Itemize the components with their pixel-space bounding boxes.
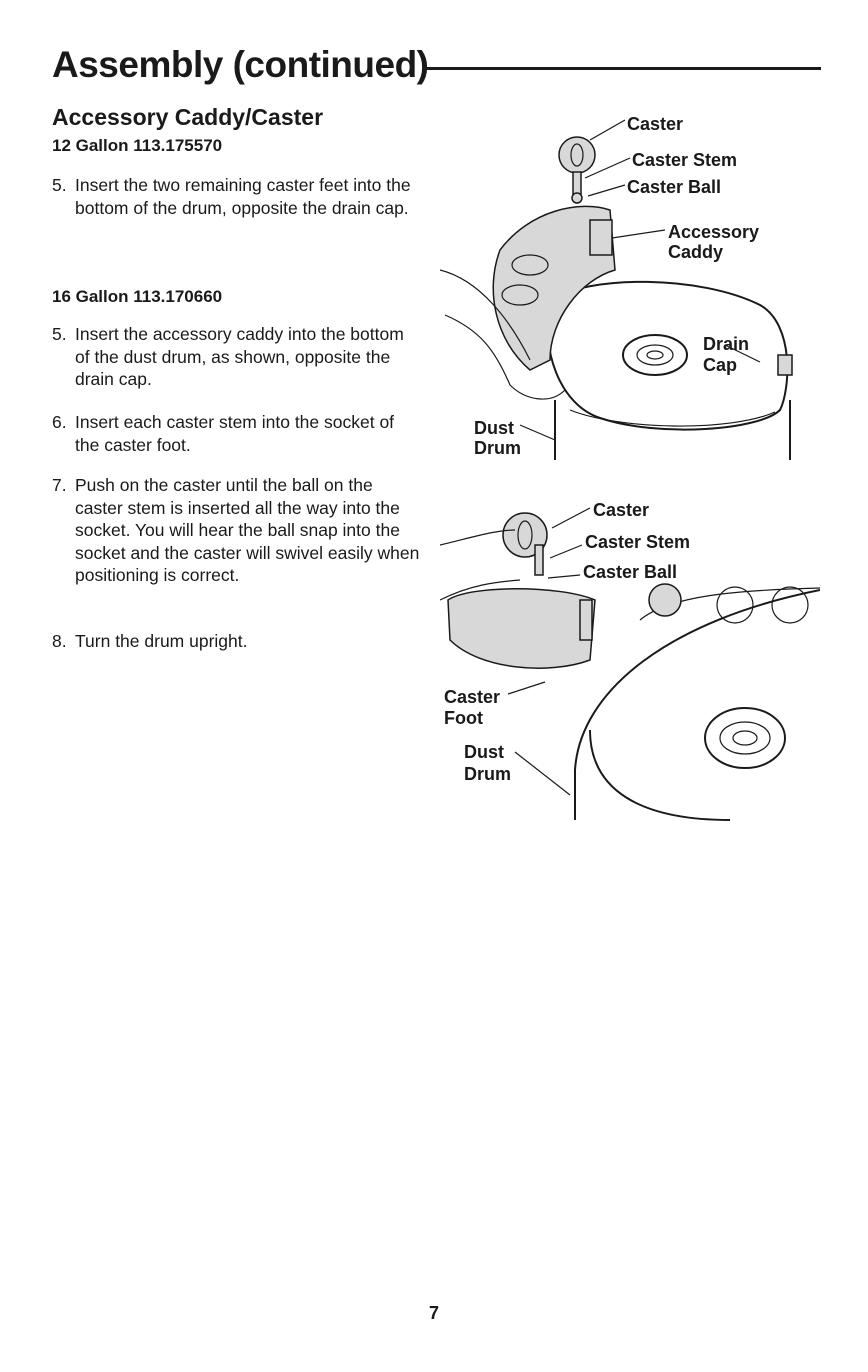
hand-outline xyxy=(440,269,531,361)
caster-shape xyxy=(558,136,596,204)
step-text: Turn the drum upright. xyxy=(75,631,248,651)
hand-outline xyxy=(440,579,521,601)
step-text: Insert the two remaining caster feet int… xyxy=(75,175,411,218)
hand-outline xyxy=(444,314,566,400)
label-caster-foot: Foot xyxy=(444,708,483,728)
label-drain-cap: Cap xyxy=(703,355,737,375)
step-text: Push on the caster until the ball on the… xyxy=(75,475,420,585)
accessory-caddy-shape xyxy=(492,205,616,371)
label-caster-foot: Caster xyxy=(444,687,500,707)
step-12gal-5: 5. Insert the two remaining caster feet … xyxy=(52,174,422,219)
label-caster-stem: Caster Stem xyxy=(585,532,690,552)
label-caster: Caster xyxy=(627,114,683,134)
label-dust-drum: Dust xyxy=(464,742,504,762)
label-caster-ball: Caster Ball xyxy=(583,562,677,582)
step-text: Insert the accessory caddy into the bott… xyxy=(75,324,404,389)
caster-shape xyxy=(502,512,682,617)
dust-drum-shape xyxy=(546,280,791,460)
step-text: Insert each caster stem into the socket … xyxy=(75,412,395,455)
label-accessory-caddy: Caddy xyxy=(668,242,723,262)
step-number: 5. xyxy=(52,175,67,195)
step-16gal-6: 6. Insert each caster stem into the sock… xyxy=(52,411,422,456)
label-caster: Caster xyxy=(593,500,649,520)
caddy-assembly-illustration: Caster Caster Stem Caster Ball Accessory… xyxy=(440,114,793,460)
label-dust-drum: Drum xyxy=(474,438,521,458)
step-number: 7. xyxy=(52,475,67,495)
model-heading-12-gallon: 12 Gallon 113.175570 xyxy=(52,136,223,155)
label-drain-cap: Drain xyxy=(703,334,749,354)
page-number: 7 xyxy=(428,1303,439,1323)
dust-drum-shape xyxy=(574,586,820,821)
step-number: 8. xyxy=(52,631,67,651)
hand-outline xyxy=(440,529,516,546)
drain-cap-shape xyxy=(622,334,793,376)
caster-foot-shape xyxy=(447,588,596,669)
step-16gal-5: 5. Insert the accessory caddy into the b… xyxy=(52,323,422,391)
title-rule xyxy=(425,67,821,70)
caster-foot-illustration: Caster Caster Stem Caster Ball Caster Fo… xyxy=(440,500,820,821)
step-16gal-7: 7. Push on the caster until the ball on … xyxy=(52,474,422,587)
label-caster-stem: Caster Stem xyxy=(632,150,737,170)
section-subtitle: Accessory Caddy/Caster xyxy=(52,104,324,130)
step-number: 6. xyxy=(52,412,67,432)
page-title: Assembly (continued) xyxy=(52,44,429,85)
model-heading-16-gallon: 16 Gallon 113.170660 xyxy=(52,287,223,306)
label-dust-drum: Dust xyxy=(474,418,514,438)
step-number: 5. xyxy=(52,324,67,344)
label-dust-drum: Drum xyxy=(464,764,511,784)
label-caster-ball: Caster Ball xyxy=(627,177,721,197)
step-16gal-8: 8. Turn the drum upright. xyxy=(52,630,422,653)
label-accessory-caddy: Accessory xyxy=(668,222,759,242)
